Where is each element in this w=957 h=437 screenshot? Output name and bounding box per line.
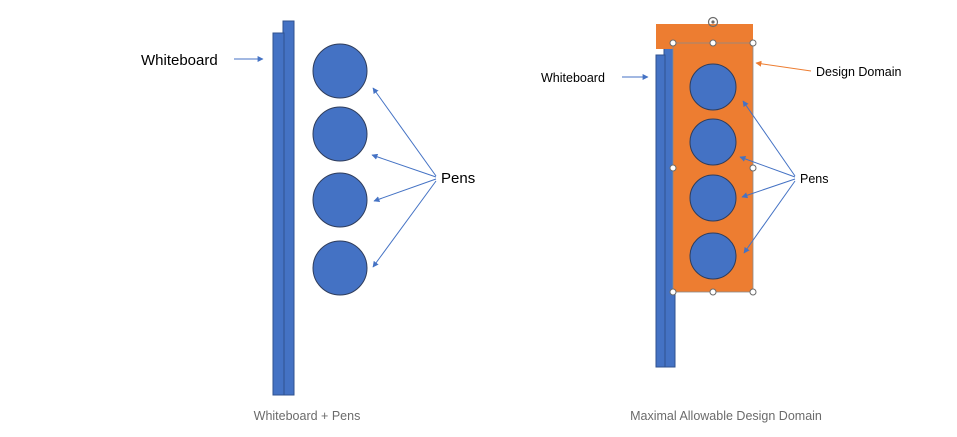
resize-handle-bottom-right[interactable] xyxy=(749,288,757,296)
pens-arrow-1 xyxy=(372,87,437,177)
pens-arrow-3 xyxy=(373,178,437,203)
pens-arrow-2 xyxy=(371,153,437,178)
resize-handle-top-left[interactable] xyxy=(669,39,677,47)
whiteboard-label: Whiteboard xyxy=(541,71,605,85)
rotate-handle-icon[interactable] xyxy=(707,16,719,28)
pen-3 xyxy=(689,174,737,222)
right-caption: Maximal Allowable Design Domain xyxy=(630,409,822,423)
pens-arrow-4 xyxy=(372,180,437,268)
pen-4 xyxy=(312,240,368,296)
pens-label: Pens xyxy=(800,172,829,186)
whiteboard-back-bar xyxy=(282,20,295,396)
pens-arrow-3 xyxy=(741,178,796,199)
whiteboard-front-bar xyxy=(655,54,666,368)
pen-3 xyxy=(312,172,368,228)
design-domain-arrow xyxy=(755,60,812,72)
resize-handle-top[interactable] xyxy=(709,39,717,47)
resize-handle-left[interactable] xyxy=(669,164,677,172)
pen-4 xyxy=(689,232,737,280)
left-panel: Whiteboard Pens Whiteboard + Pens xyxy=(141,20,475,423)
selection-handles[interactable] xyxy=(669,39,757,296)
pens-arrow-1 xyxy=(742,100,796,177)
whiteboard-label: Whiteboard xyxy=(141,52,218,69)
left-caption: Whiteboard + Pens xyxy=(254,409,361,423)
resize-handle-bottom[interactable] xyxy=(709,288,717,296)
rotate-handle-dot xyxy=(711,20,715,24)
design-domain-label: Design Domain xyxy=(816,65,902,79)
pens-arrow-2 xyxy=(739,156,796,178)
pen-2 xyxy=(312,106,368,162)
resize-handle-right[interactable] xyxy=(749,164,757,172)
whiteboard-front-bar xyxy=(272,32,285,396)
pens-arrow-4 xyxy=(743,180,796,254)
pens-label: Pens xyxy=(441,170,475,187)
pen-2 xyxy=(689,118,737,166)
right-panel: Whiteboard Design Domain Pens Maximal Al… xyxy=(541,16,902,423)
pen-1 xyxy=(312,43,368,99)
pen-1 xyxy=(689,63,737,111)
resize-handle-bottom-left[interactable] xyxy=(669,288,677,296)
resize-handle-top-right[interactable] xyxy=(749,39,757,47)
